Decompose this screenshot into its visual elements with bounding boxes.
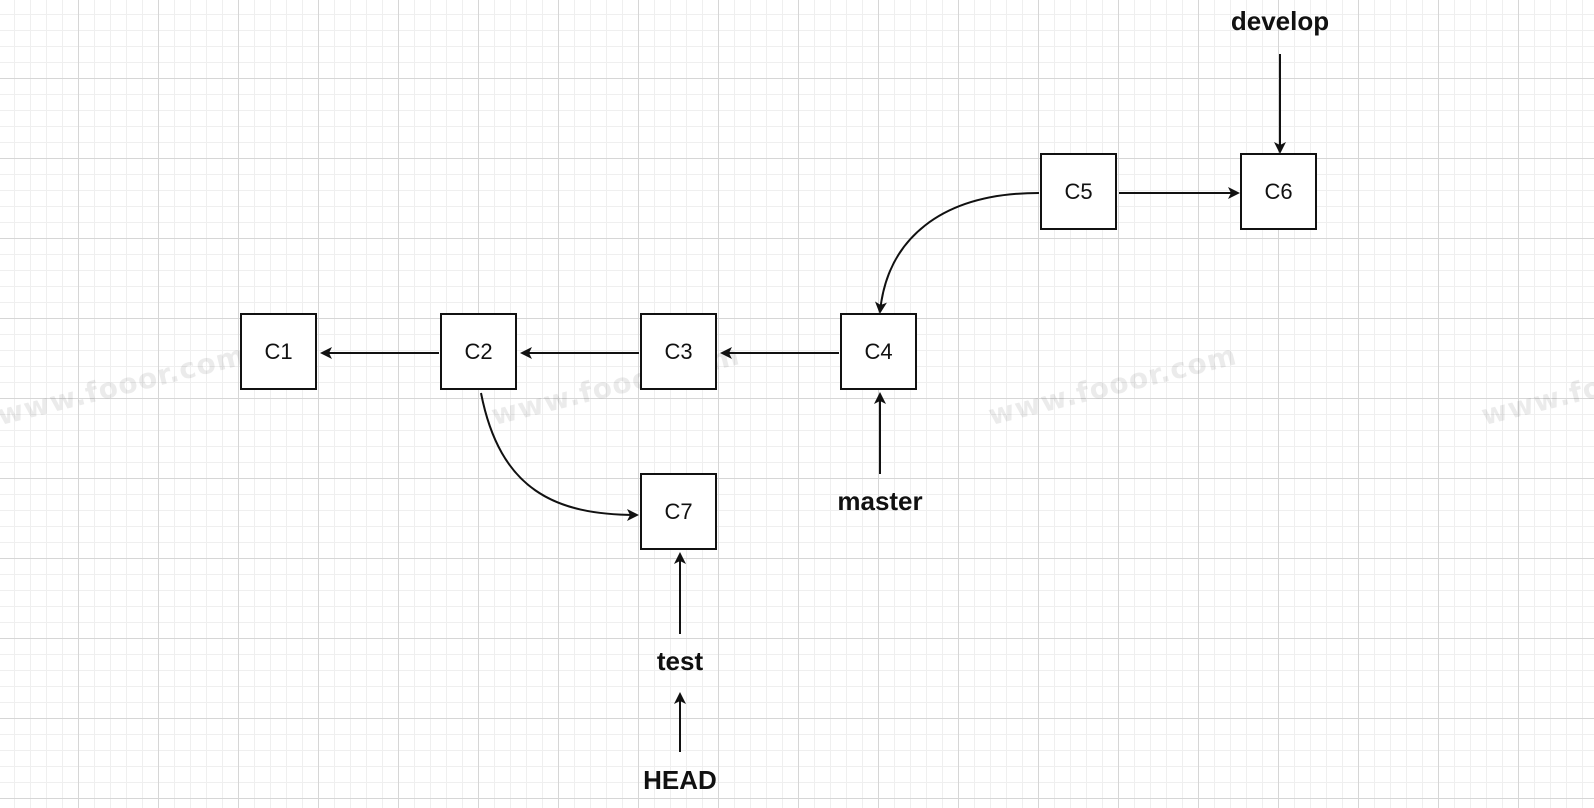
commit-label: C2 (464, 338, 493, 364)
edge-c5-c4 (875, 192, 1040, 314)
commit-node-c1[interactable]: C1 (240, 313, 317, 390)
commit-label: C5 (1064, 178, 1093, 204)
ref-label-test[interactable]: test (656, 646, 704, 676)
commit-node-c6[interactable]: C6 (1240, 153, 1317, 230)
commit-node-c7[interactable]: C7 (640, 473, 717, 550)
commit-label: C1 (264, 338, 293, 364)
commit-node-c5[interactable]: C5 (1040, 153, 1117, 230)
ref-label-master[interactable]: master (837, 486, 923, 516)
commit-label: C7 (664, 498, 693, 524)
commit-label: C4 (864, 338, 893, 364)
commit-label: C3 (664, 338, 693, 364)
edge-c2-c7 (480, 392, 639, 521)
ref-label-head[interactable]: HEAD (643, 765, 717, 795)
commit-node-c3[interactable]: C3 (640, 313, 717, 390)
commit-label: C6 (1264, 178, 1293, 204)
ref-label-develop[interactable]: develop (1230, 6, 1330, 36)
commit-node-c2[interactable]: C2 (440, 313, 517, 390)
commit-node-c4[interactable]: C4 (840, 313, 917, 390)
